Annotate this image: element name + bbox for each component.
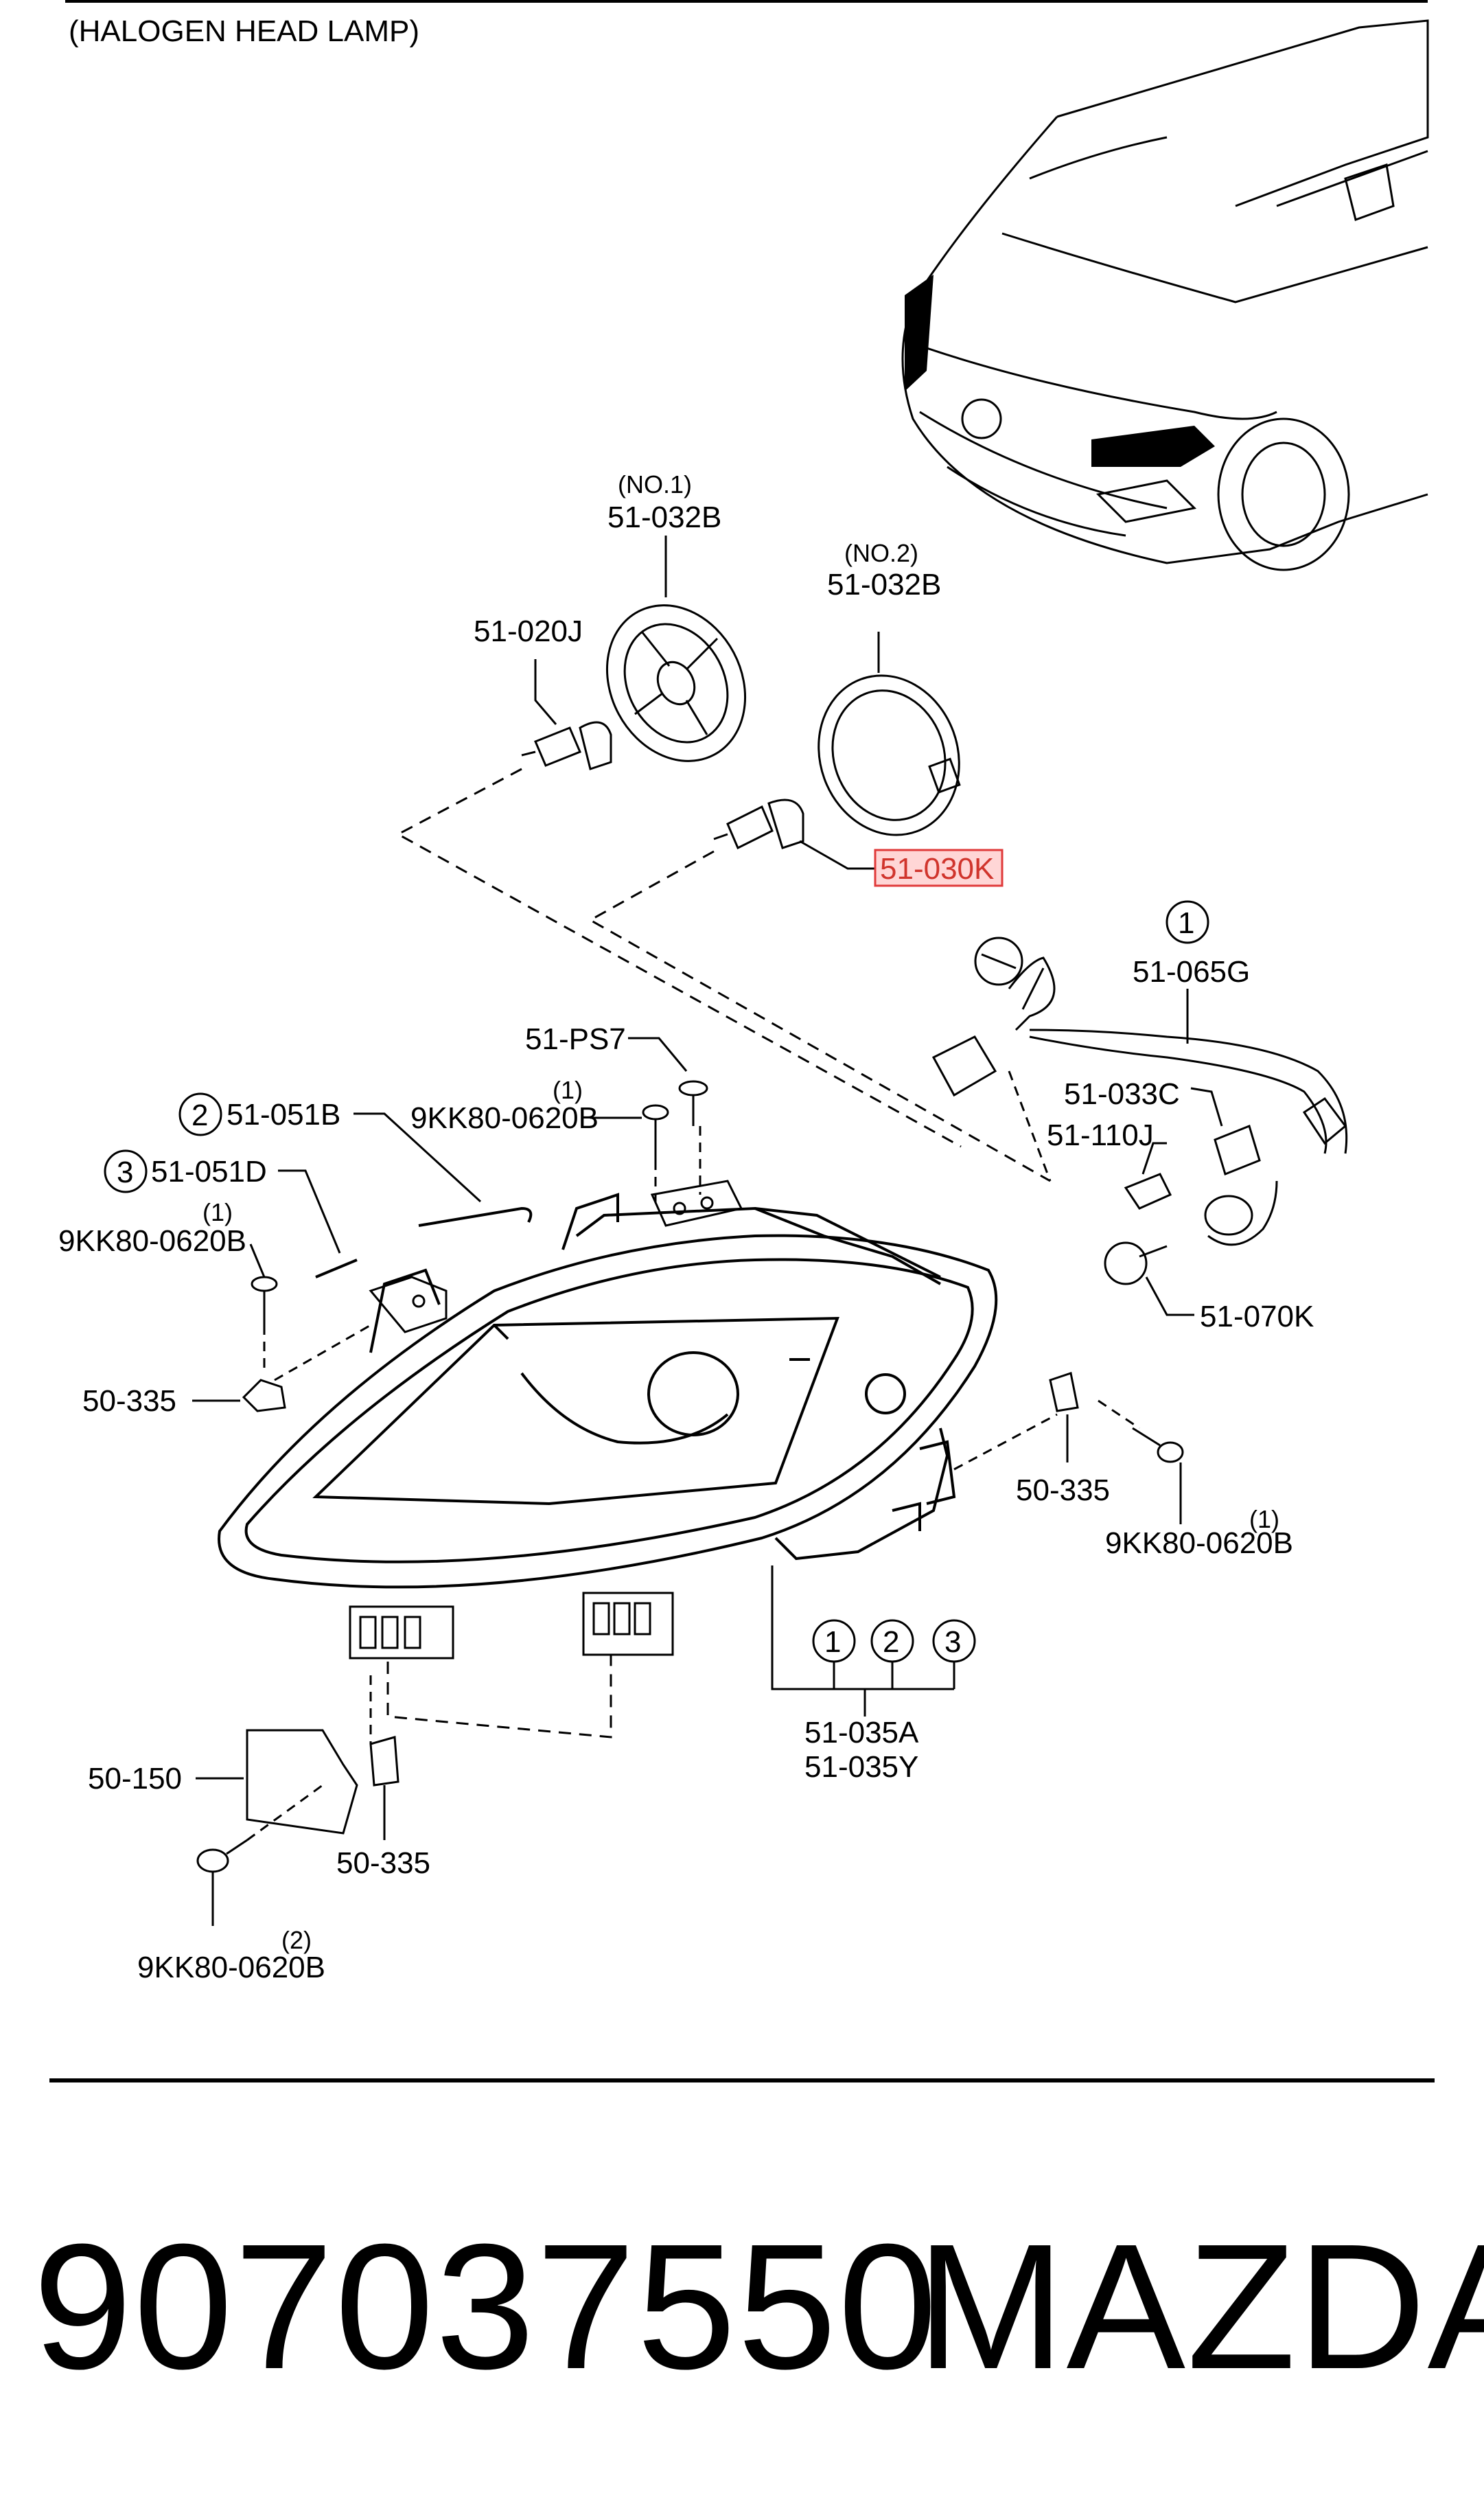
bracket-left-icon [369,1276,448,1333]
label-circle-1-top: 1 [1178,906,1194,940]
strip-51-051B-icon [418,1206,533,1227]
leader-51-051D [278,1169,341,1254]
circle-1-bottom [812,1619,856,1663]
label-51-030K: 51-030K [880,852,994,886]
circle-2 [178,1092,222,1136]
label-51-070K: 51-070K [1200,1300,1314,1333]
cover-no2-icon [818,674,961,836]
bracket-top-icon [650,1180,743,1227]
leader-51-033C [1190,1087,1223,1127]
car-icon [901,19,1429,571]
car-headlamp-left-icon [905,275,934,391]
label-9KK80-d: 9KK80-0620B [137,1951,325,1984]
bulb-51-020J-icon [521,721,612,770]
label-9KK80-a: 9KK80-0620B [410,1101,599,1135]
leader-51-035-tree [771,1565,955,1717]
label-no1: (NO.1) [618,470,692,498]
footer-part-number: 907037550 [33,2207,939,2407]
diagram-title: (HALOGEN HEAD LAMP) [69,14,419,48]
label-circle-3-bottom: 3 [944,1625,961,1659]
label-51-020J: 51-020J [474,615,583,648]
strip-51-051D-icon [315,1259,358,1278]
label-50-335-a: 50-335 [82,1384,176,1418]
cover-no1-icon [605,604,747,762]
label-51-033C: 51-033C [1064,1077,1180,1111]
car-headlamp-right-icon [1091,426,1215,467]
clip-icon [242,1372,1079,1787]
label-51-PS7: 51-PS7 [525,1022,626,1056]
bulb-51-030K-icon [713,799,804,850]
guide-clip-b [953,1413,1058,1471]
label-qty-1-b: (1) [202,1198,233,1226]
label-circle-3: 3 [117,1156,133,1189]
label-circle-2-bottom: 2 [883,1625,899,1659]
guide-line-51-030K [588,850,1051,1182]
guide-screw-c [1098,1399,1140,1430]
highlight-51-030K[interactable]: 51-030K [874,849,1004,887]
label-circle-1-bottom: 1 [824,1625,841,1659]
leader-51-051B [353,1112,482,1203]
circle-3-bottom [932,1619,976,1663]
headlamp-icon [218,1193,998,1589]
plate-50-150-icon [246,1729,358,1835]
label-50-335-c: 50-335 [336,1846,430,1880]
label-qty-1-a: (1) [553,1076,583,1104]
label-9KK80-c: 9KK80-0620B [1105,1526,1293,1560]
guide-clip-a [274,1324,371,1381]
leader-51-030K [799,840,875,870]
label-51-065G: 51-065G [1133,955,1250,989]
label-51-035Y: 51-035Y [804,1750,918,1784]
guide-socket [1008,1070,1052,1182]
label-qty-2: (2) [281,1926,312,1954]
circle-2-bottom [870,1619,914,1663]
leader-51-110J [1141,1142,1167,1175]
label-51-032B-b: 51-032B [827,568,941,601]
label-51-051D: 51-051D [151,1155,267,1189]
footer-brand: MAZDA [916,2207,1484,2407]
label-50-335-b: 50-335 [1016,1473,1110,1507]
label-9KK80-b: 9KK80-0620B [58,1224,246,1258]
leader-51-PS7 [628,1037,688,1072]
guide-line-mounts [386,1655,612,1738]
mount-blocks-icon [349,1592,674,1660]
wire-harness-icon [931,937,1348,1246]
circle-3 [104,1149,148,1193]
leader-51-020J [534,659,557,725]
label-50-150: 50-150 [88,1762,182,1795]
bulb-small-icon [1104,1124,1261,1285]
guide-screw-d [246,1784,323,1841]
leader-51-070K [1145,1276,1194,1316]
label-qty-1-c: (1) [1249,1505,1279,1533]
guide-line-51-020J [395,768,962,1148]
label-51-051B: 51-051B [227,1098,340,1132]
label-no2: (NO.2) [844,539,918,567]
label-51-032B-a: 51-032B [607,501,721,534]
label-circle-2: 2 [192,1099,208,1132]
label-51-110J: 51-110J [1047,1118,1154,1152]
circle-1-top [1166,900,1209,944]
label-51-035A: 51-035A [804,1716,919,1749]
leader-9KK80-b [249,1243,266,1278]
